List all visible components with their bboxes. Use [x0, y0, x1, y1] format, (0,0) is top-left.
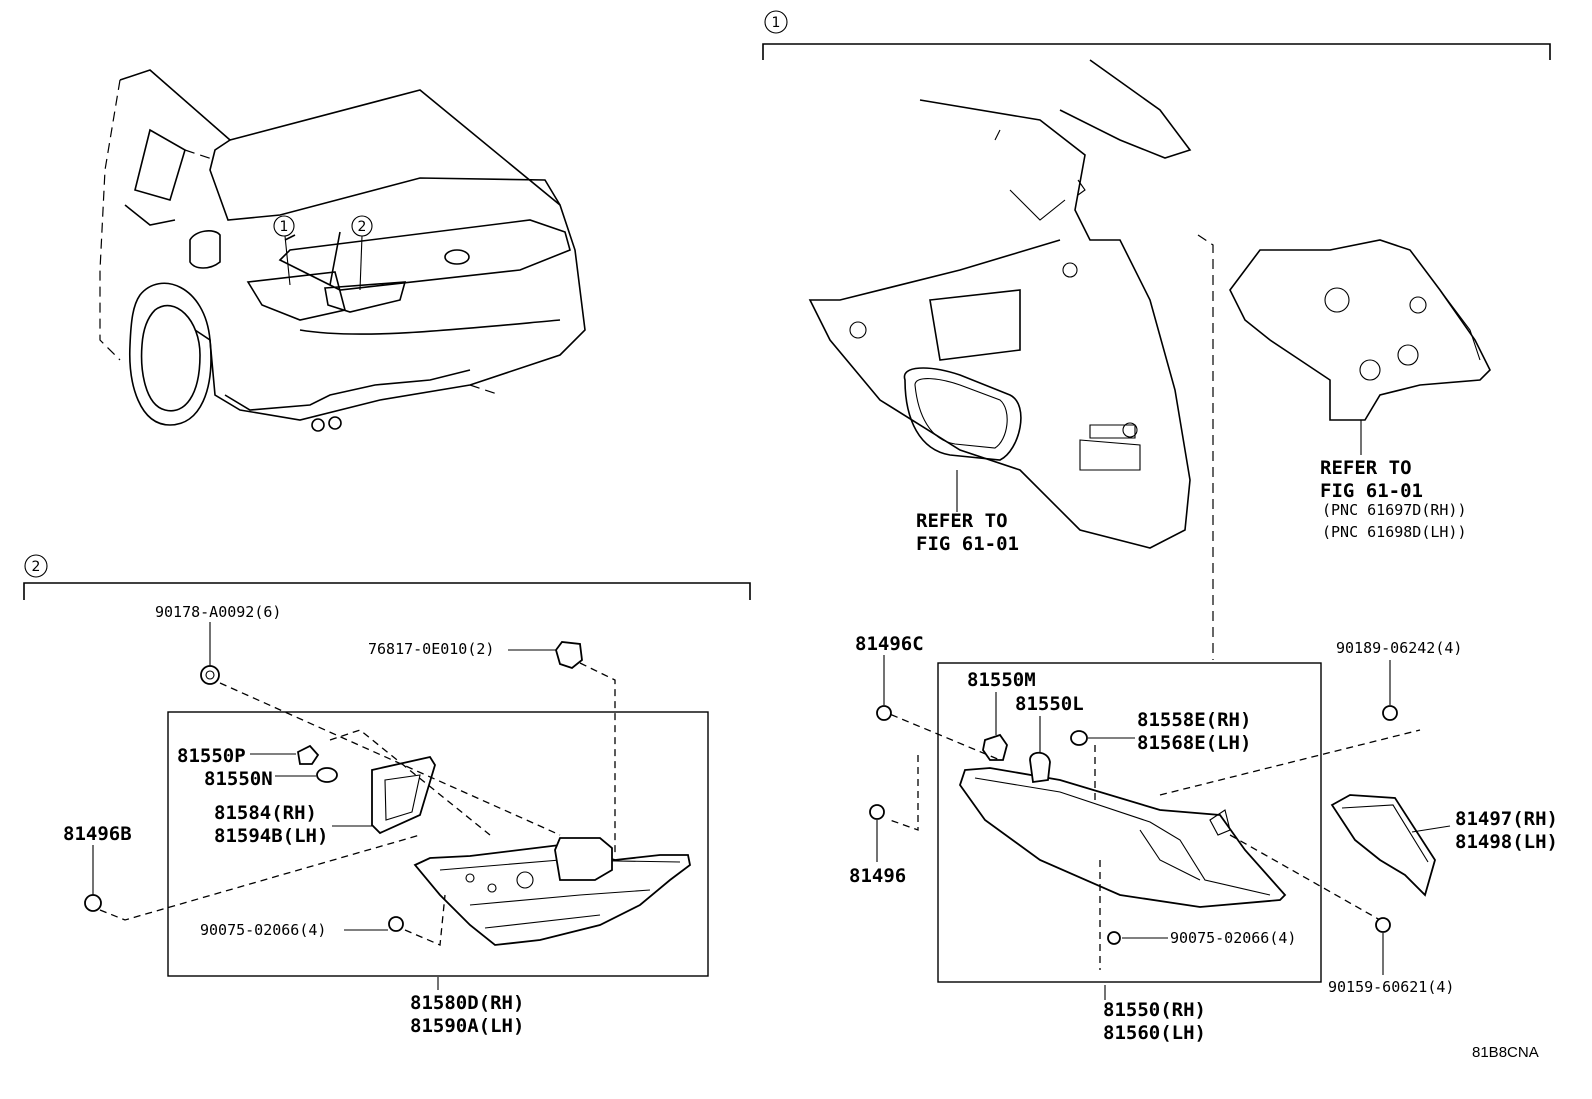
- label-81550P: 81550P: [177, 745, 246, 767]
- bulb-81550N: [316, 767, 338, 783]
- bulb-81550L: [1029, 716, 1051, 784]
- back-lamp-assembly: [413, 837, 691, 946]
- car-rear-illustration: [99, 69, 586, 432]
- label-90178: 90178-A0092(6): [155, 603, 281, 621]
- section-2-bracket: [23, 582, 751, 600]
- clip-81496: [869, 804, 885, 862]
- tail-lamp-box: [937, 662, 1322, 983]
- label-81497: 81497(RH): [1455, 808, 1558, 830]
- quarter-body-panel: [808, 59, 1192, 549]
- screw-90075-right: [1107, 931, 1168, 945]
- section-1-marker: 1: [764, 10, 788, 34]
- label-81584: 81584(RH): [214, 802, 317, 824]
- refer-left-line1: REFER TO: [916, 510, 1008, 532]
- svg-text:2: 2: [358, 219, 367, 235]
- refer-right-line1: REFER TO: [1320, 457, 1412, 479]
- rear-combination-lamp: [959, 767, 1287, 908]
- label-81496C: 81496C: [855, 633, 924, 655]
- section-2-marker: 2: [24, 554, 48, 578]
- gasket-81497: [1330, 794, 1451, 897]
- clip-90178: [200, 622, 220, 685]
- bulb-81558E: [1070, 730, 1135, 746]
- label-81560: 81560(LH): [1103, 1022, 1206, 1044]
- label-81594B: 81594B(LH): [214, 825, 328, 847]
- figure-code: 81B8CNA: [1472, 1044, 1539, 1061]
- car-callout-2: 2: [351, 215, 373, 237]
- label-81568E: 81568E(LH): [1137, 732, 1251, 754]
- label-81550L: 81550L: [1015, 693, 1084, 715]
- section-1-bracket: [762, 43, 1551, 60]
- label-90159: 90159-60621(4): [1328, 978, 1454, 996]
- pnc-lh-note: (PNC 61698D(LH)): [1322, 523, 1467, 541]
- screw-90189: [1382, 660, 1398, 721]
- screw-90075-left: [344, 916, 404, 932]
- back-lamp-box: [167, 711, 709, 977]
- label-81496: 81496: [849, 865, 906, 887]
- clip-81496B: [84, 845, 102, 912]
- label-81496B: 81496B: [63, 823, 132, 845]
- refer-right-line2: FIG 61-01: [1320, 480, 1423, 502]
- label-81550N: 81550N: [204, 768, 273, 790]
- label-81550: 81550(RH): [1103, 999, 1206, 1021]
- car-callout-1: 1: [273, 215, 295, 237]
- clip-81496C: [876, 655, 892, 721]
- svg-text:2: 2: [32, 559, 41, 575]
- guide-line: [1197, 234, 1214, 660]
- label-81590A: 81590A(LH): [410, 1015, 524, 1037]
- label-90075-right: 90075-02066(4): [1170, 929, 1296, 947]
- label-81558E: 81558E(RH): [1137, 709, 1251, 731]
- socket-81550P: [297, 744, 320, 765]
- screw-90159: [1375, 917, 1391, 975]
- clip-76817: [508, 641, 583, 670]
- label-81580D: 81580D(RH): [410, 992, 524, 1014]
- label-81498: 81498(LH): [1455, 831, 1558, 853]
- svg-text:1: 1: [280, 219, 289, 235]
- inner-panel: [1229, 239, 1491, 455]
- gasket-81584: [371, 755, 436, 835]
- socket-81550M: [982, 692, 1008, 761]
- label-90189: 90189-06242(4): [1336, 639, 1462, 657]
- refer-left-line2: FIG 61-01: [916, 533, 1019, 555]
- label-81550M: 81550M: [967, 669, 1036, 691]
- label-90075-left: 90075-02066(4): [200, 921, 326, 939]
- svg-text:1: 1: [772, 15, 781, 31]
- pnc-rh-note: (PNC 61697D(RH)): [1322, 501, 1467, 519]
- label-76817: 76817-0E010(2): [368, 640, 494, 658]
